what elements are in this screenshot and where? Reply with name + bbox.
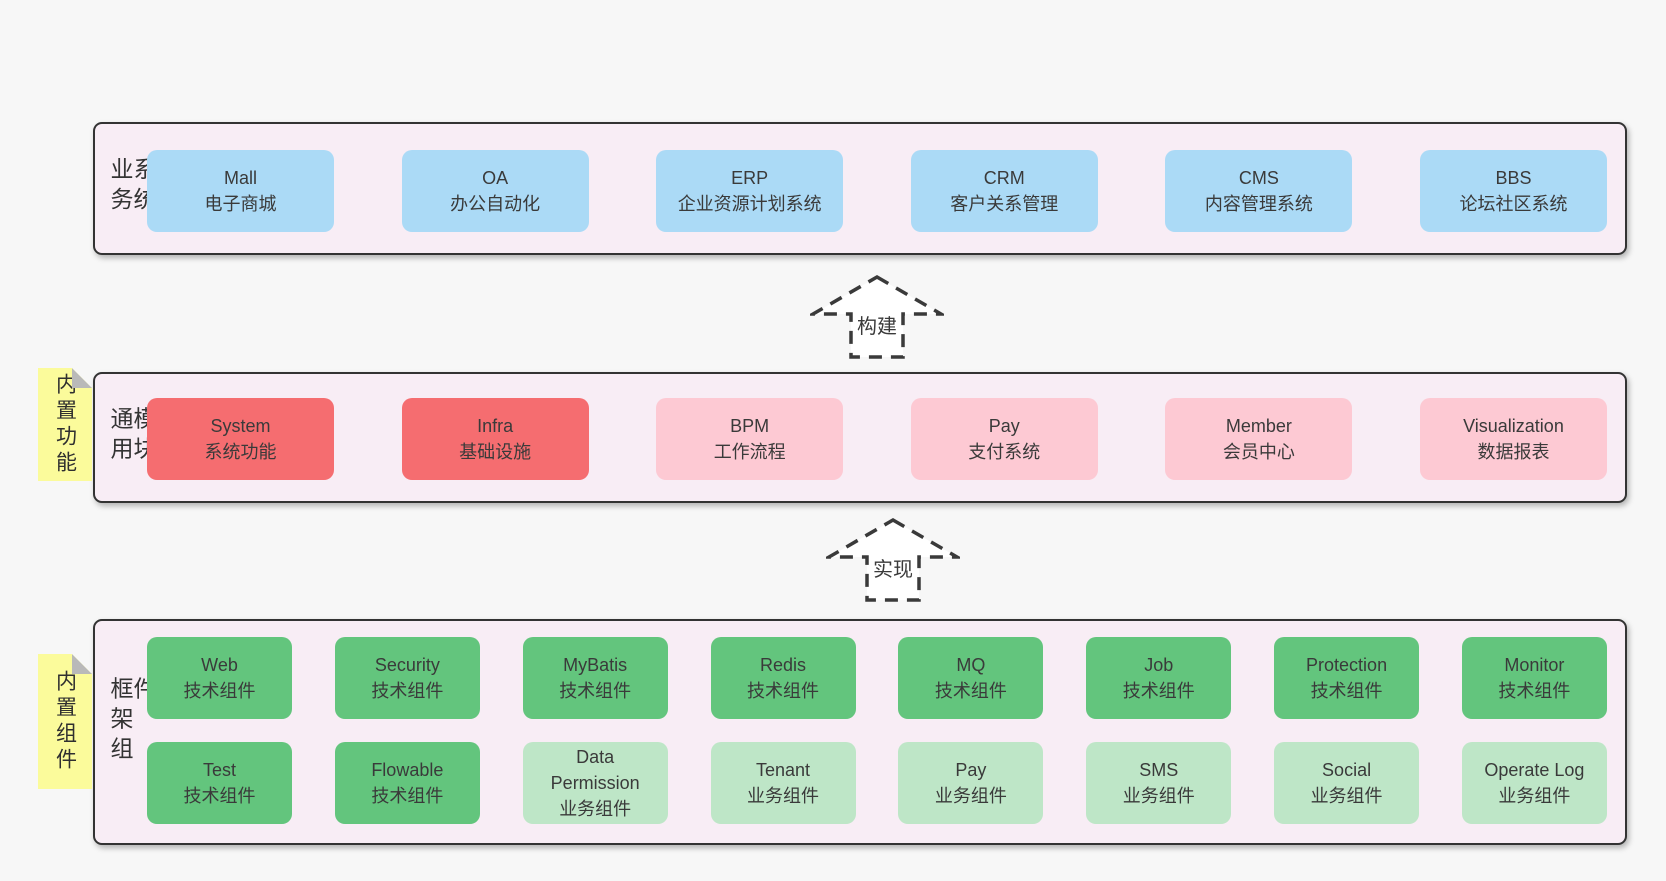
- box-tenant: Tenant 业务组件: [710, 742, 856, 824]
- box-subtitle: 支付系统: [968, 442, 1041, 462]
- box-mq: MQ 技术组件: [898, 637, 1044, 719]
- box-title: Security: [374, 654, 440, 675]
- build-arrow-icon: 构建: [810, 274, 944, 359]
- layer-common-modules: 通用模块 System 系统功能 Infra 基础设施 BPM 工作流程 Pay…: [93, 372, 1627, 503]
- box-subtitle: 系统功能: [204, 442, 277, 462]
- box-title: MyBatis: [563, 654, 628, 675]
- box-pay-module: Pay 支付系统: [910, 398, 1098, 480]
- box-system: System 系统功能: [147, 398, 334, 480]
- framework-components-row-2: Test 技术组件 Flowable 技术组件 Data Permission …: [147, 742, 1607, 824]
- sticky-note-text: 内置功能: [53, 372, 77, 477]
- box-title: Operate Log: [1484, 759, 1585, 780]
- box-subtitle: 数据报表: [1477, 442, 1550, 462]
- box-subtitle: 业务组件: [747, 786, 820, 806]
- box-subtitle: 技术组件: [1310, 681, 1383, 701]
- box-title: Job: [1144, 654, 1174, 675]
- box-test: Test 技术组件: [147, 742, 292, 824]
- box-title: ERP: [731, 167, 769, 188]
- box-crm: CRM 客户关系管理: [910, 150, 1098, 232]
- box-title: Monitor: [1504, 654, 1565, 675]
- box-subtitle: 技术组件: [371, 681, 444, 701]
- box-subtitle: 企业资源计划系统: [677, 194, 822, 214]
- box-oa: OA 办公自动化: [401, 150, 589, 232]
- box-subtitle: 技术组件: [559, 681, 632, 701]
- box-subtitle: 内容管理系统: [1204, 194, 1313, 214]
- box-subtitle: 技术组件: [934, 681, 1007, 701]
- box-job: Job 技术组件: [1086, 637, 1232, 719]
- box-title: Mall: [223, 167, 257, 188]
- box-cms: CMS 内容管理系统: [1165, 150, 1353, 232]
- box-erp: ERP 企业资源计划系统: [656, 150, 844, 232]
- box-title: Pay: [988, 415, 1020, 436]
- implement-arrow-label: 实现: [873, 558, 913, 581]
- box-title: Infra: [477, 415, 514, 436]
- layer-framework-components: 框架组件 Web 技术组件 Security 技术组件 MyBatis 技术组件…: [93, 619, 1627, 845]
- box-security: Security 技术组件: [334, 637, 480, 719]
- box-subtitle: 办公自动化: [450, 194, 541, 214]
- box-title: MQ: [956, 654, 986, 675]
- box-redis: Redis 技术组件: [710, 637, 856, 719]
- box-mall: Mall 电子商城: [147, 150, 334, 232]
- box-subtitle: 业务组件: [934, 786, 1007, 806]
- business-systems-row: Mall 电子商城 OA 办公自动化 ERP 企业资源计划系统 CRM 客户关系…: [147, 150, 1607, 232]
- box-title: CMS: [1238, 167, 1279, 188]
- box-title: System: [210, 415, 271, 436]
- box-pay-component: Pay 业务组件: [898, 742, 1044, 824]
- box-sms: SMS 业务组件: [1086, 742, 1232, 824]
- framework-components-row-1: Web 技术组件 Security 技术组件 MyBatis 技术组件 Redi…: [147, 637, 1607, 719]
- box-subtitle: 客户关系管理: [950, 194, 1059, 214]
- box-operate-log: Operate Log 业务组件: [1461, 742, 1607, 824]
- box-subtitle: 技术组件: [1122, 681, 1195, 701]
- layer-business-systems: 业务系统 Mall 电子商城 OA 办公自动化 ERP 企业资源计划系统 CRM…: [93, 122, 1627, 255]
- box-subtitle: 业务组件: [1310, 786, 1383, 806]
- box-subtitle: 会员中心: [1222, 442, 1295, 462]
- box-title: Web: [201, 654, 238, 675]
- box-title: Tenant: [756, 759, 811, 780]
- box-title: Social: [1322, 759, 1372, 780]
- box-subtitle: 技术组件: [183, 786, 256, 806]
- sticky-note-built-in-features: 内置功能: [38, 368, 92, 481]
- box-title: BBS: [1495, 167, 1532, 188]
- box-subtitle: 技术组件: [183, 681, 256, 701]
- box-subtitle: 技术组件: [747, 681, 820, 701]
- box-title: Pay: [955, 759, 987, 780]
- implement-arrow-icon: 实现: [826, 517, 960, 602]
- box-subtitle: 工作流程: [713, 442, 786, 462]
- box-flowable: Flowable 技术组件: [334, 742, 480, 824]
- box-infra: Infra 基础设施: [401, 398, 589, 480]
- box-bbs: BBS 论坛社区系统: [1419, 150, 1607, 232]
- box-title: CRM: [983, 167, 1025, 188]
- box-visualization: Visualization 数据报表: [1419, 398, 1607, 480]
- box-subtitle: 技术组件: [371, 786, 444, 806]
- box-title: BPM: [730, 415, 770, 436]
- sticky-note-built-in-components: 内置组件: [38, 654, 92, 789]
- box-title: Member: [1225, 415, 1292, 436]
- box-subtitle: 电子商城: [204, 194, 277, 214]
- box-title: Data Permission: [550, 746, 640, 793]
- box-bpm: BPM 工作流程: [656, 398, 844, 480]
- box-subtitle: 基础设施: [459, 442, 532, 462]
- box-monitor: Monitor 技术组件: [1461, 637, 1607, 719]
- build-arrow-label: 构建: [857, 315, 897, 338]
- box-title: Visualization: [1463, 415, 1564, 436]
- box-social: Social 业务组件: [1274, 742, 1420, 824]
- common-modules-row: System 系统功能 Infra 基础设施 BPM 工作流程 Pay 支付系统…: [147, 398, 1607, 480]
- box-title: OA: [482, 167, 509, 188]
- box-title: Flowable: [371, 759, 444, 780]
- box-subtitle: 业务组件: [1122, 786, 1195, 806]
- box-subtitle: 论坛社区系统: [1459, 194, 1568, 214]
- box-data-permission: Data Permission 业务组件: [522, 742, 668, 824]
- box-protection: Protection 技术组件: [1274, 637, 1420, 719]
- box-web: Web 技术组件: [147, 637, 292, 719]
- box-title: Protection: [1306, 654, 1388, 675]
- box-subtitle: 技术组件: [1498, 681, 1571, 701]
- box-mybatis: MyBatis 技术组件: [522, 637, 668, 719]
- box-subtitle: 业务组件: [559, 799, 632, 820]
- box-title: SMS: [1139, 759, 1179, 780]
- box-member: Member 会员中心: [1165, 398, 1353, 480]
- box-subtitle: 业务组件: [1498, 786, 1571, 806]
- box-title: Redis: [760, 654, 807, 675]
- box-title: Test: [202, 759, 236, 780]
- sticky-note-text: 内置组件: [53, 669, 77, 774]
